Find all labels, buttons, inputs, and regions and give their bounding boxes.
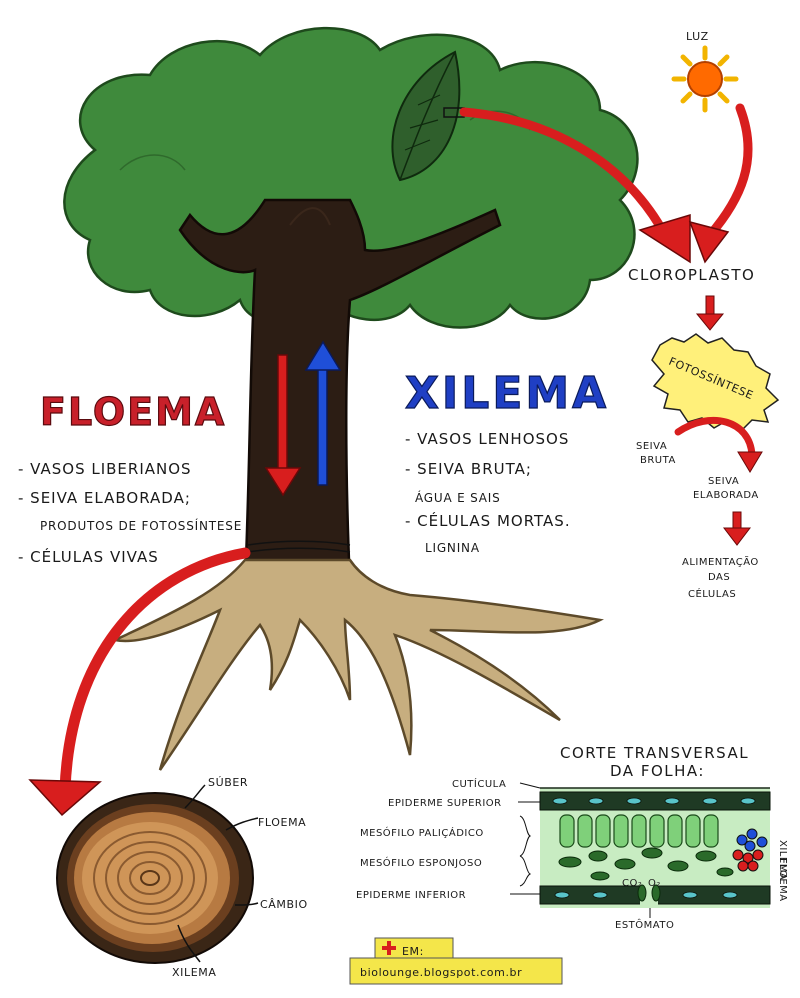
upper-epidermis-label: EPIDERME SUPERIOR bbox=[388, 798, 502, 809]
floema-item: PRODUTOS DE FOTOSSÍNTESE bbox=[40, 518, 242, 533]
o2-label: O₂ bbox=[648, 878, 661, 889]
chloroplast-label: CLOROPLASTO bbox=[628, 266, 755, 284]
xilema-item: LIGNINA bbox=[425, 541, 480, 555]
cambio-label: CÂMBIO bbox=[260, 898, 308, 911]
suber-label: SÚBER bbox=[208, 776, 248, 789]
bracket-line bbox=[519, 855, 532, 887]
leaf-section-title-1: CORTE TRANSVERSAL bbox=[560, 744, 749, 762]
xilema-item: - VASOS LENHOSOS bbox=[405, 430, 569, 448]
sun-label: LUZ bbox=[686, 30, 709, 43]
arrowhead-icon bbox=[737, 451, 763, 473]
stomata-label: ESTÔMATO bbox=[615, 918, 674, 931]
credit-badge bbox=[349, 937, 563, 985]
trunk-floema-label: FLOEMA bbox=[258, 816, 306, 829]
raw-sap-label-2: BRUTA bbox=[640, 455, 676, 466]
spongy-label: MESÓFILO ESPONJOSO bbox=[360, 856, 482, 869]
floema-flow-arrow-icon bbox=[264, 354, 302, 497]
co2-label: CO₂ bbox=[622, 878, 642, 889]
palisade-label: MESÓFILO PALIÇÁDICO bbox=[360, 826, 484, 839]
arrowhead-icon bbox=[638, 213, 691, 264]
cut-line bbox=[247, 540, 351, 546]
leaf-to-chloroplast-arrow-icon bbox=[459, 107, 670, 240]
xilema-title: XILEMA bbox=[405, 368, 609, 419]
cuticula-label: CUTÍCULA bbox=[452, 777, 506, 790]
sap-to-food-arrow-icon bbox=[722, 511, 752, 546]
elab-sap-label-1: SEIVA bbox=[708, 476, 739, 487]
feed-label-2: DAS bbox=[708, 572, 730, 583]
leader-line bbox=[225, 817, 259, 831]
photosynthesis-burst bbox=[651, 333, 780, 431]
floema-item: - VASOS LIBERIANOS bbox=[18, 460, 192, 478]
tree-roots bbox=[110, 558, 605, 771]
leaf-cross-section bbox=[539, 787, 771, 908]
leader-line bbox=[184, 784, 206, 809]
feed-label-1: ALIMENTAÇÃO bbox=[682, 555, 759, 568]
xilema-item: ÁGUA E SAIS bbox=[415, 490, 501, 505]
arrowhead-icon bbox=[28, 779, 102, 817]
leaf-icon bbox=[391, 50, 465, 182]
trunk-to-section-arrow-icon bbox=[59, 547, 251, 796]
arrowhead-icon bbox=[688, 220, 730, 264]
lower-epidermis-label: EPIDERME INFERIOR bbox=[356, 890, 466, 901]
xilema-item: - CÉLULAS MORTAS. bbox=[405, 511, 571, 530]
floema-item: - SEIVA ELABORADA; bbox=[18, 489, 191, 507]
leaf-xilema-label: XILEMA bbox=[777, 840, 788, 880]
xilema-flow-arrow-icon bbox=[304, 340, 342, 486]
chloroplast-to-photosynthesis-arrow-icon bbox=[695, 295, 725, 331]
leader-line bbox=[234, 902, 259, 906]
elab-sap-label-2: ELABORADA bbox=[693, 490, 759, 501]
credit-line-1: EM: bbox=[402, 945, 424, 958]
leader-line bbox=[519, 782, 541, 789]
leader-line bbox=[177, 924, 201, 963]
feed-label-3: CÉLULAS bbox=[688, 587, 736, 600]
trunk-xilema-label: XILEMA bbox=[172, 966, 216, 979]
sun-to-chloroplast-arrow-icon bbox=[705, 103, 753, 240]
floema-item: - CÉLULAS VIVAS bbox=[18, 547, 159, 566]
leaf-section-title-2: DA FOLHA: bbox=[610, 762, 705, 780]
trunk-cross-section bbox=[56, 792, 254, 964]
sap-transform-arrow-icon bbox=[674, 416, 756, 459]
bracket-line bbox=[519, 815, 532, 857]
tree-trunk bbox=[178, 198, 502, 587]
raw-sap-label-1: SEIVA bbox=[636, 441, 667, 452]
leaf-floema-label: FLOEMA bbox=[777, 858, 788, 902]
sun-icon bbox=[671, 45, 739, 113]
plus-icon bbox=[382, 941, 396, 955]
xilema-item: - SEIVA BRUTA; bbox=[405, 460, 532, 478]
cut-line bbox=[247, 547, 351, 553]
credit-line-2[interactable]: biolounge.blogspot.com.br bbox=[360, 966, 522, 979]
floema-title: FLOEMA bbox=[40, 390, 226, 434]
